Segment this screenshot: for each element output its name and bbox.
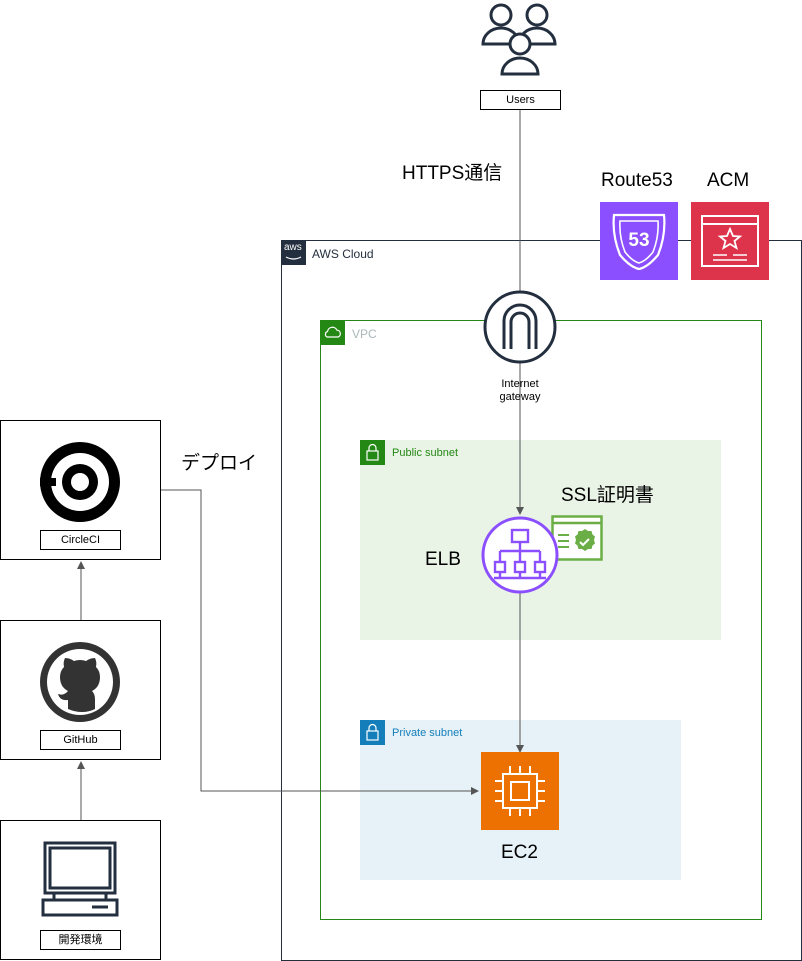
lock-icon [360, 440, 385, 465]
internet-gateway-label-1: Internet [501, 378, 539, 390]
circleci-label: CircleCI [40, 530, 121, 550]
internet-gateway-label-2: gateway [499, 391, 541, 403]
circleci-to-ec2-line [161, 489, 479, 795]
acm-label: ACM [707, 170, 750, 191]
github-label: GitHub [40, 730, 121, 750]
users-icon [481, 3, 557, 76]
vpc-cloud-icon [320, 320, 345, 345]
github-logo-icon [40, 642, 120, 722]
deploy-label: デプロイ [181, 453, 258, 474]
route53-icon: 53 [600, 202, 678, 280]
route53-number: 53 [628, 230, 650, 251]
desktop-computer-icon [41, 841, 119, 917]
vpc-label: VPC [352, 327, 377, 341]
lock-icon [360, 720, 385, 745]
acm-certificate-icon [691, 202, 769, 280]
ssl-certificate-icon [551, 515, 603, 561]
route53-label: Route53 [601, 170, 673, 191]
circleci-logo-icon [40, 442, 120, 522]
aws-logo-icon: aws [281, 240, 306, 265]
internet-gateway-icon [483, 290, 557, 364]
public-subnet-label: Public subnet [392, 447, 459, 459]
users-label: Users [480, 90, 561, 110]
elb-label: ELB [425, 549, 461, 570]
private-subnet-label: Private subnet [392, 727, 463, 739]
elb-load-balancer-icon [481, 516, 559, 594]
ec2-instance-icon [481, 752, 559, 830]
aws-cloud-label: AWS Cloud [312, 247, 374, 261]
ec2-label: EC2 [501, 842, 538, 863]
ssl-certificate-label: SSL証明書 [561, 485, 654, 506]
https-label: HTTPS通信 [402, 163, 503, 184]
dev-environment-label: 開発環境 [40, 930, 121, 950]
